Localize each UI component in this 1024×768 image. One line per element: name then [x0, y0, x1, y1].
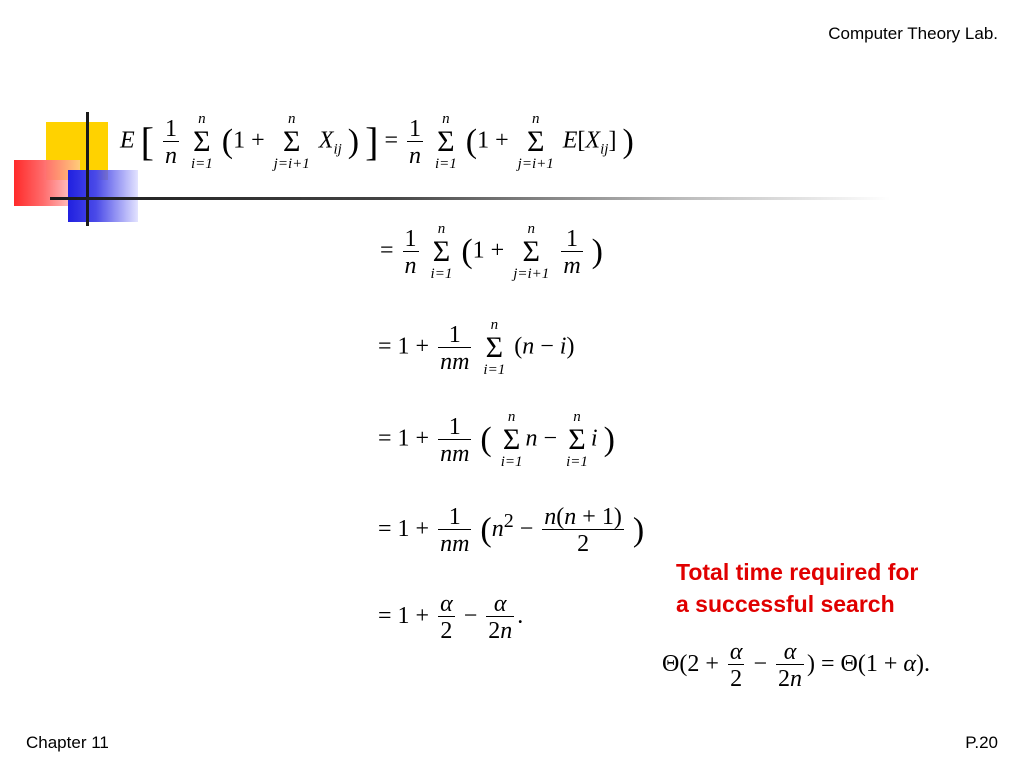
footer-chapter: Chapter 11	[26, 733, 109, 752]
callout-line-1: Total time required for	[676, 559, 919, 585]
callout-successful-search: Total time required for a successful sea…	[676, 556, 996, 620]
decor-vertical-line	[86, 112, 89, 226]
footer-page-number: P.20	[965, 733, 998, 752]
decor-horizontal-line	[50, 197, 890, 200]
decor-blue-square	[68, 170, 138, 222]
callout-line-2: a successful search	[676, 591, 895, 617]
header-lab: Computer Theory Lab.	[828, 24, 998, 43]
